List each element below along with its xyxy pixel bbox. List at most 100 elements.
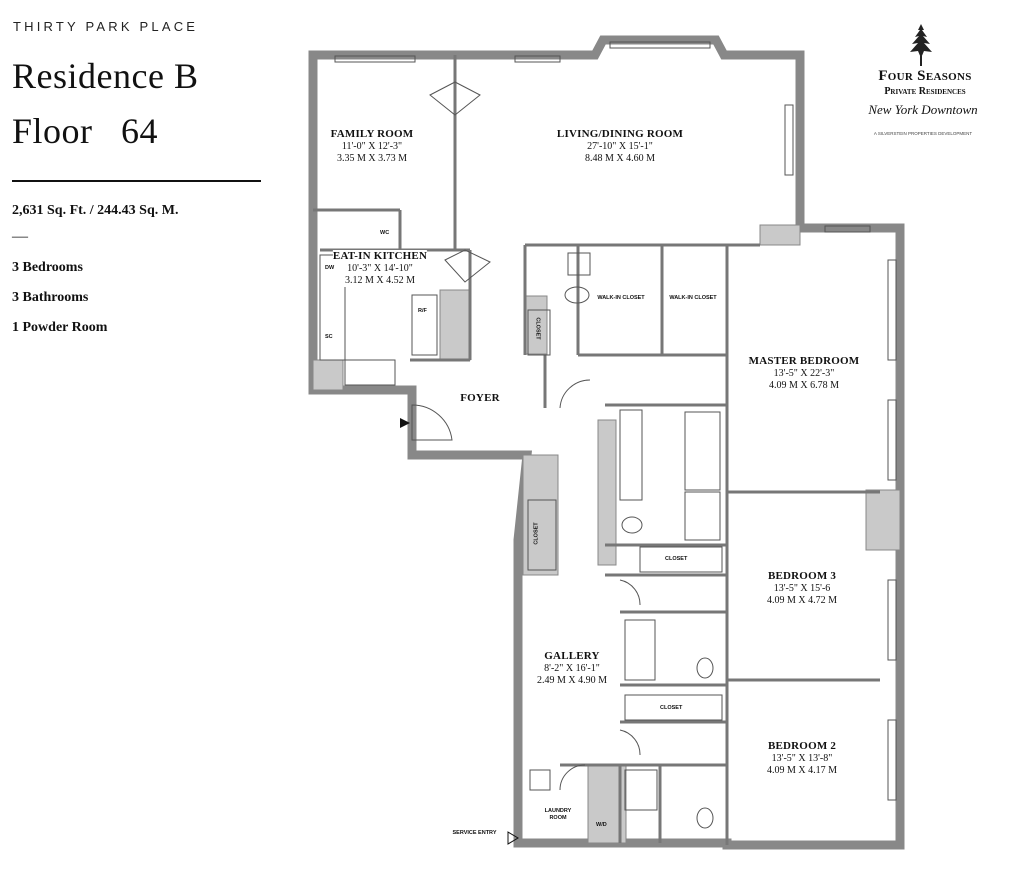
door-swing: [619, 579, 641, 606]
door-swing: [429, 81, 481, 116]
brand-developer: A SILVERSTEIN PROPERTIES DEVELOPMENT: [873, 131, 973, 136]
sink-cabinet-label: SC: [325, 334, 333, 340]
window: [887, 399, 897, 481]
kitchen-imperial: 10'-3" X 14'-10": [347, 263, 413, 274]
tree-logo-icon: [910, 24, 932, 66]
wall-block: [312, 359, 344, 391]
wine-cooler-label: WC: [380, 230, 390, 236]
closet-box: [527, 499, 557, 571]
laundry-sink: [529, 769, 551, 791]
feature-bedrooms: 3 Bedrooms: [12, 260, 83, 275]
closet-box: [639, 546, 723, 573]
wall-block: [759, 224, 801, 246]
foyer-label: FOYER: [460, 392, 500, 405]
closet-box: [527, 309, 551, 356]
closet-label-c: CLOSET: [665, 556, 688, 562]
kitchen-label: EAT-IN KITCHEN 10'-3" X 14'-10" 3.12 M X…: [332, 250, 428, 287]
window: [334, 55, 416, 63]
window: [887, 719, 897, 801]
window: [784, 104, 794, 176]
gallery-metric: 2.49 M X 4.90 M: [536, 675, 608, 686]
door-swing: [559, 379, 591, 409]
bedroom3-imperial: 13'-5" X 15'-6: [773, 583, 831, 594]
title-divider: [12, 180, 261, 182]
window: [824, 225, 871, 233]
master-bedroom-imperial: 13'-5" X 22'-3": [773, 368, 835, 379]
dishwasher-label: DW: [325, 265, 335, 271]
gallery-imperial: 8'-2" X 16'-1": [544, 663, 600, 674]
bedroom3-metric: 4.09 M X 4.72 M: [766, 595, 838, 606]
gallery-label: GALLERY 8'-2" X 16'-1" 2.49 M X 4.90 M: [537, 650, 607, 687]
master-bedroom-label: MASTER BEDROOM 13'-5" X 22'-3" 4.09 M X …: [749, 355, 860, 392]
refrigerator-label: R/F: [418, 308, 427, 314]
brand-location: New York Downtown: [868, 102, 978, 117]
bathtub: [684, 411, 721, 491]
laundry-room-label: LAUNDRY ROOM: [544, 808, 572, 821]
wall-block: [439, 289, 471, 361]
service-entry-label: SERVICE ENTRY: [452, 830, 497, 836]
bedroom2-name: BEDROOM 2: [767, 740, 837, 752]
foyer-name: FOYER: [460, 392, 500, 404]
shower: [624, 769, 658, 811]
area-text: 2,631 Sq. Ft. / 244.43 Sq. M.: [12, 203, 179, 218]
entry-arrow-icon: [400, 418, 410, 428]
service-arrow-icon: [507, 831, 519, 845]
vanity: [619, 409, 643, 501]
stove: [344, 359, 396, 386]
brand-subtitle: Private Residences: [884, 86, 966, 97]
shower: [684, 491, 721, 541]
master-bedroom-metric: 4.09 M X 6.78 M: [768, 380, 840, 391]
window: [609, 41, 711, 49]
door-swing: [411, 404, 453, 441]
bedroom2-label: BEDROOM 2 13'-5" X 13'-8" 4.09 M X 4.17 …: [767, 740, 837, 777]
brand-name: Four Seasons: [878, 68, 972, 84]
living-room-imperial: 27'-10" X 15'-1": [587, 141, 653, 152]
kitchen-island: [411, 294, 438, 356]
walkin-closet-2-label: WALK-IN CLOSET: [669, 295, 717, 301]
floor-title: Floor 64: [12, 111, 159, 151]
kitchen-name: EAT-IN KITCHEN: [332, 250, 428, 262]
master-bedroom-name: MASTER BEDROOM: [748, 355, 860, 367]
toilet: [621, 516, 643, 534]
living-room-metric: 8.48 M X 4.60 M: [584, 153, 656, 164]
door-swing: [619, 729, 641, 756]
toilet: [696, 807, 714, 829]
powder-sink: [567, 252, 591, 276]
living-room-label: LIVING/DINING ROOM 27'-10" X 15'-1" 8.48…: [557, 128, 683, 165]
wall-block: [865, 489, 901, 551]
door-swing: [559, 764, 586, 791]
window: [887, 579, 897, 661]
short-dash: —: [12, 228, 28, 245]
window: [514, 55, 561, 63]
closet-label-d: CLOSET: [660, 705, 683, 711]
window: [887, 259, 897, 361]
family-room-label: FAMILY ROOM 11'-0" X 12'-3" 3.35 M X 3.7…: [331, 128, 414, 165]
exterior-wall: [308, 35, 905, 850]
feature-bathrooms: 3 Bathrooms: [12, 290, 89, 305]
family-room-metric: 3.35 M X 3.73 M: [336, 153, 408, 164]
kitchen-counter: [319, 254, 346, 361]
closet-label-a: CLOSET: [534, 317, 541, 340]
family-room-imperial: 11'-0" X 12'-3": [341, 141, 403, 152]
bathtub: [624, 619, 656, 681]
closet-box: [624, 694, 723, 721]
bedroom3-name: BEDROOM 3: [767, 570, 837, 582]
bedroom3-label: BEDROOM 3 13'-5" X 15'-6 4.09 M X 4.72 M: [767, 570, 837, 607]
toilet: [564, 286, 590, 304]
living-room-name: LIVING/DINING ROOM: [556, 128, 684, 140]
gallery-name: GALLERY: [544, 650, 600, 662]
bedroom2-metric: 4.09 M X 4.17 M: [766, 765, 838, 776]
building-name: THIRTY PARK PLACE: [13, 19, 199, 34]
family-room-name: FAMILY ROOM: [330, 128, 414, 140]
closet-label-b: CLOSET: [533, 522, 540, 545]
kitchen-metric: 3.12 M X 4.52 M: [344, 275, 415, 286]
feature-powder-room: 1 Powder Room: [12, 320, 108, 335]
toilet: [696, 657, 714, 679]
wall-block: [522, 454, 559, 576]
wall-block: [597, 419, 617, 566]
bedroom2-imperial: 13'-5" X 13'-8": [771, 753, 833, 764]
door-swing: [444, 249, 491, 283]
walkin-closet-1-label: WALK-IN CLOSET: [597, 295, 645, 301]
residence-title: Residence B: [12, 56, 199, 96]
